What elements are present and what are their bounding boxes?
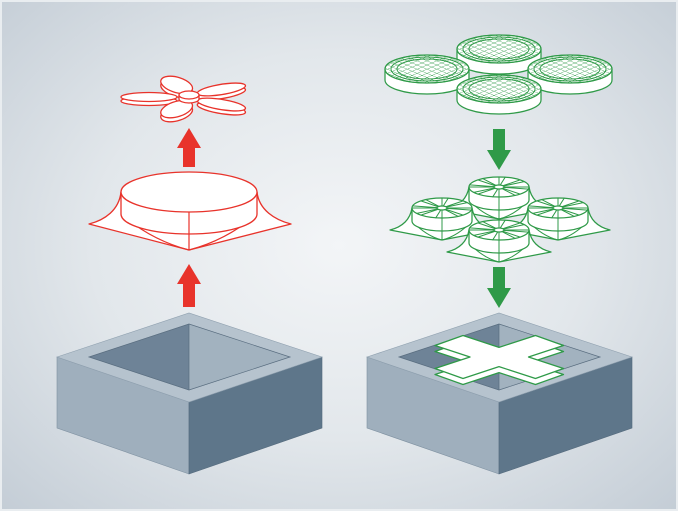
fan-housing-icon [88, 171, 292, 251]
arrow-down-icon [487, 267, 511, 308]
basin-right [366, 312, 633, 475]
propeller-icon [121, 75, 252, 123]
basin-left [56, 312, 323, 475]
arrow-down-icon [487, 129, 511, 170]
mesh-unit-icon [384, 54, 470, 95]
cross-support-icon [434, 334, 565, 386]
arrow-up-icon [177, 264, 201, 307]
mesh-unit-icon [456, 74, 542, 115]
fan-unit-cluster [389, 176, 611, 263]
mesh-unit-cluster [384, 34, 613, 115]
arrow-up-icon [177, 128, 201, 167]
